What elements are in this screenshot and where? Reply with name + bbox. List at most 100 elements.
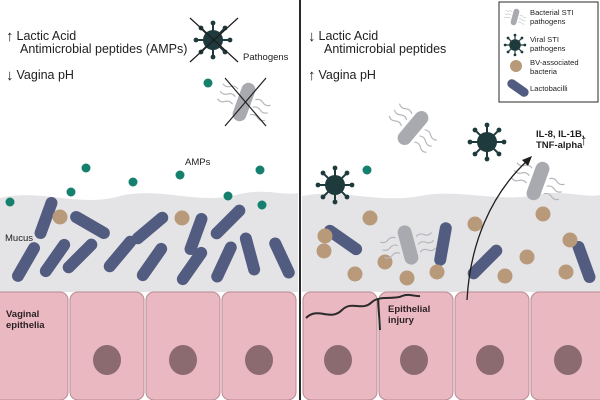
left-line-amps: Antimicrobial peptides (AMPs) [20, 42, 187, 56]
right-panel [302, 1, 600, 400]
amp-dot [203, 78, 213, 88]
bv-bacteria-group [316, 206, 578, 286]
lactobacillus [184, 212, 208, 256]
amps-label: AMPs [185, 157, 211, 168]
cell-nucleus [245, 345, 273, 375]
epithelial-cells [0, 291, 297, 400]
lactobacillus [467, 244, 503, 280]
cytokines-up-arrow-icon: ↑ [580, 132, 588, 149]
lactobacillus [12, 242, 40, 282]
left-line-text: Lactic Acid [16, 29, 77, 43]
lactobacillus [211, 241, 237, 283]
left-line-text: Antimicrobial peptides (AMPs) [20, 42, 188, 56]
lactobacillus [62, 238, 98, 274]
epithelia-label-line2: epithelia [6, 319, 45, 331]
amp-dot [255, 165, 265, 175]
right-line-ph: ↑Vagina pH [308, 66, 376, 84]
amp-dot [362, 165, 372, 175]
cell-nucleus [554, 345, 582, 375]
epithelial-injury-label: Epithelial injury [388, 304, 431, 327]
bv-bacterium [362, 210, 378, 226]
lactobacillus [572, 240, 596, 284]
lactobacillus [434, 222, 452, 266]
lactobacillus [131, 211, 169, 245]
cell-nucleus [324, 345, 352, 375]
injury-label-line2: injury [388, 314, 414, 326]
down-arrow-icon: ↓ [6, 67, 14, 84]
viral-sti [466, 121, 508, 163]
bv-bacterium [467, 216, 483, 232]
bv-bacterium [52, 209, 68, 225]
amp-dots [5, 78, 267, 210]
cytokines-label: IL-8, IL-1B, TNF-alpha [536, 129, 585, 152]
lactobacillus [210, 204, 246, 240]
cytokines-line2: TNF-alpha [536, 139, 583, 151]
lactobacillus [323, 224, 363, 256]
lactobacilli-icon [507, 79, 529, 97]
legend-label-lactobacilli: Lactobacilli [530, 84, 568, 93]
lactobacillus [269, 237, 295, 279]
lactobacillus [70, 211, 110, 239]
up-arrow-icon: ↑ [6, 28, 14, 45]
pathogen-virus-crossed [189, 17, 239, 63]
epithelial-cells [302, 291, 600, 400]
bv-bacterium [535, 206, 551, 222]
legend-label-viral-sti: Viral STI pathogens [530, 35, 566, 53]
epithelial-injury-crack [305, 293, 421, 319]
amp-dot [5, 197, 15, 207]
bv-bacteria-group [52, 209, 190, 226]
up-arrow-icon: ↑ [308, 67, 316, 84]
cytokines-line1: IL-8, IL-1B, [536, 129, 585, 140]
bv-bacteria-icon [510, 60, 522, 72]
lactobacilli-group [323, 222, 596, 284]
epithelial-cell [0, 291, 69, 400]
right-line-text: Antimicrobial peptides [324, 42, 447, 56]
bacterial-sti [379, 95, 447, 161]
lactobacillus [103, 235, 137, 273]
bv-bacterium [429, 264, 445, 280]
epithelia-label-line1: Vaginal [6, 309, 40, 320]
viral-sti-icon [503, 33, 527, 57]
lactobacillus [34, 196, 58, 240]
left-line-text: Vagina pH [16, 68, 74, 82]
left-line-lactic-acid: ↑Lactic Acid [6, 27, 77, 45]
bv-bacterium [562, 232, 578, 248]
amp-dot [81, 163, 91, 173]
amp-dot [128, 177, 138, 187]
bv-bacterium [558, 264, 574, 280]
cell-nucleus [476, 345, 504, 375]
bv-bacterium [174, 210, 190, 226]
lactobacilli-group [12, 196, 295, 286]
legend-box [498, 1, 599, 103]
arrowhead-icon [522, 156, 532, 166]
mucus-label: Mucus [5, 233, 33, 244]
bv-bacterium [399, 270, 415, 286]
cell-nucleus [400, 345, 428, 375]
lactobacillus [239, 232, 261, 276]
lactobacillus [176, 246, 208, 286]
injury-label-line1: Epithelial [388, 304, 431, 315]
left-line-ph: ↓Vagina pH [6, 66, 74, 84]
pathogens-label: Pathogens [243, 52, 289, 63]
amp-dot [257, 200, 267, 210]
amp-dot [223, 191, 233, 201]
right-line-text: Lactic Acid [318, 29, 379, 43]
viral-sti [314, 164, 356, 206]
down-arrow-icon: ↓ [308, 28, 316, 45]
bv-bacterium [347, 266, 363, 282]
amp-dot [66, 187, 76, 197]
bv-bacterium [497, 268, 513, 284]
lactobacillus [39, 238, 71, 278]
lactobacillus [136, 242, 168, 282]
amp-dot [175, 170, 185, 180]
legend-label-bv-bacteria: BV-associated bacteria [530, 58, 579, 76]
pathogen-bacterium-crossed [212, 73, 276, 131]
left-panel [0, 17, 298, 400]
cell-nucleus [169, 345, 197, 375]
cell-nucleus [93, 345, 121, 375]
bv-bacterium [519, 249, 535, 265]
bv-bacterium [317, 228, 333, 244]
legend-label-bacterial-sti: Bacterial STI pathogens [530, 8, 574, 26]
right-line-lactic-acid: ↓Lactic Acid [308, 27, 379, 45]
